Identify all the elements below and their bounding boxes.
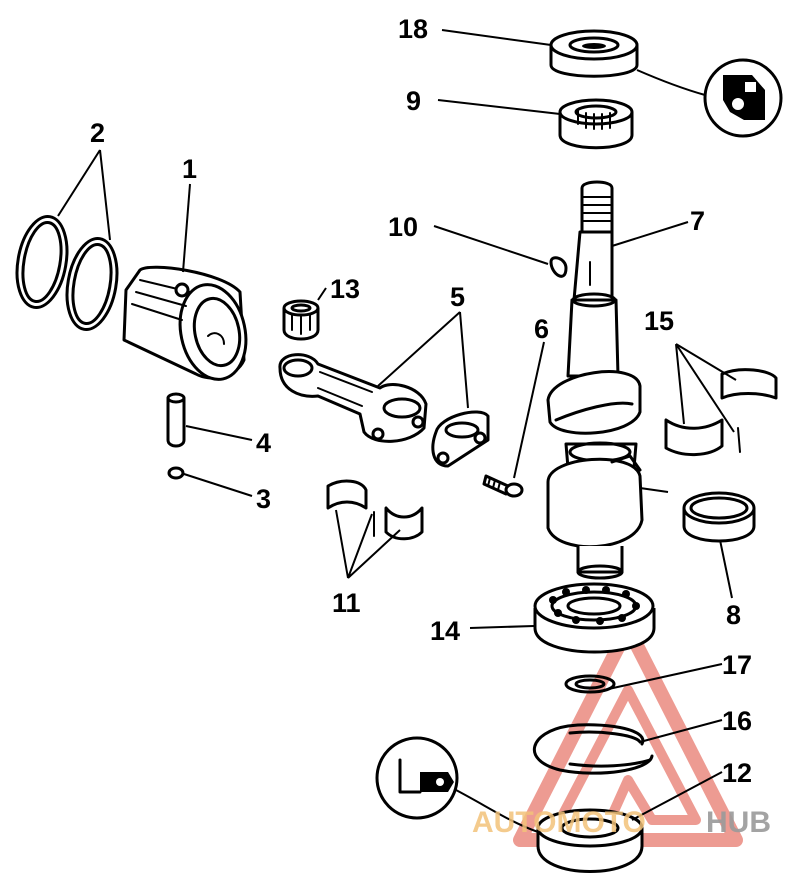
callout-2: 2 [90,118,105,148]
retainer-ring-8 [682,491,756,543]
watermark-text: AUTOMOTO HUB [472,806,771,839]
needle-bearing-13 [282,299,320,341]
callout-7: 7 [690,206,705,236]
callout-1: 1 [182,154,197,184]
retaining-ring-16 [532,723,654,775]
woodruff-key-10 [549,256,568,278]
callout-8: 8 [726,600,741,630]
ball-bearing-14 [533,582,656,654]
sealant-icon-top [636,58,783,138]
needle-bearing-9 [558,98,634,150]
bearing-halves-15 [664,368,778,456]
callout-4: 4 [256,428,271,458]
piston-rings-2 [15,215,119,331]
seal-18 [549,29,639,78]
callout-15: 15 [644,306,674,336]
callout-numbers: 18 9 2 1 10 7 13 5 15 6 4 3 11 8 14 17 1… [90,14,752,788]
sealant-icon-bottom [375,736,539,833]
callout-17: 17 [722,650,752,680]
callout-9: 9 [406,86,421,116]
screw-6 [482,474,524,498]
watermark-text-b: HUB [706,806,771,839]
bearing-halves-11 [326,479,424,541]
watermark-text-a: AUTOMOTO [472,806,646,839]
callout-5: 5 [450,282,465,312]
callout-14: 14 [430,616,460,646]
callout-13: 13 [330,274,360,304]
callout-6: 6 [534,314,549,344]
callout-12: 12 [722,758,752,788]
piston-1 [122,265,248,381]
wrist-pin-4 [166,392,186,448]
pin-retainer-3 [167,466,185,480]
seal-12 [536,808,644,873]
callout-11: 11 [332,588,361,618]
callout-10: 10 [388,212,418,242]
leader-lines [57,29,737,821]
callout-18: 18 [398,14,428,44]
crankshaft-7 [546,180,669,580]
retaining-ring-17 [564,674,616,694]
connecting-rod-5 [278,353,490,468]
callout-3: 3 [256,484,271,514]
callout-16: 16 [722,706,752,736]
